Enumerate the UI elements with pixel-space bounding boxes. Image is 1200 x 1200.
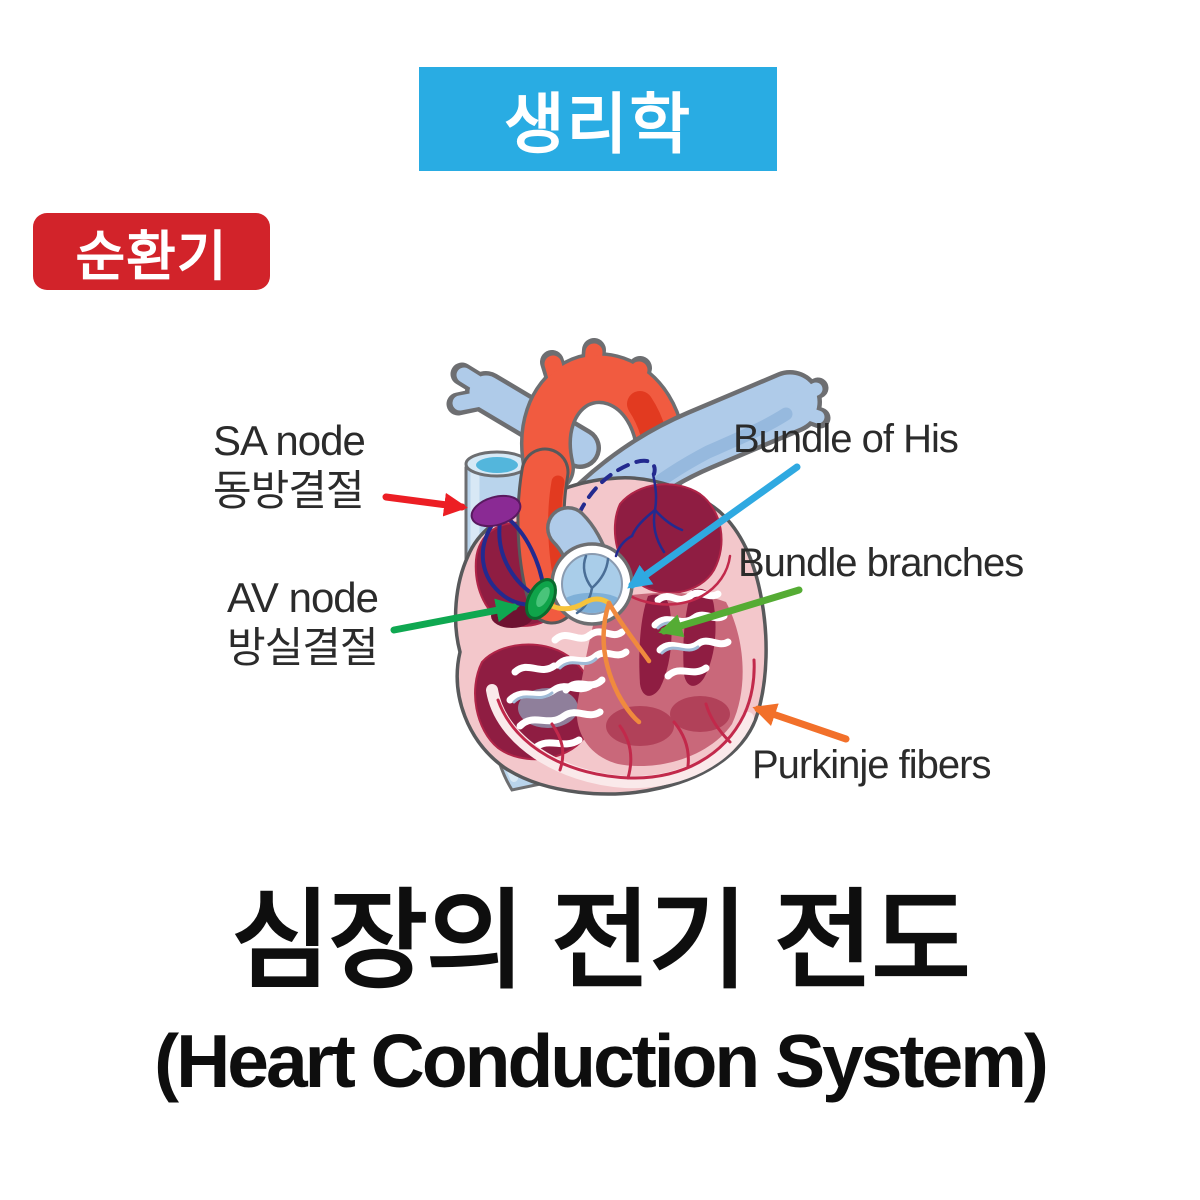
inferior-vena-cava	[485, 650, 553, 792]
right-ventricle	[576, 588, 743, 767]
bundle-branches-shape	[601, 600, 652, 725]
aorta	[520, 338, 689, 494]
aortic-valve	[546, 506, 634, 626]
pointer-arrows	[382, 463, 850, 743]
page-title: 심장의 전기 전도	[231, 880, 971, 1001]
internodal-tracts	[480, 515, 546, 607]
purkinje-fibers-label: Purkinje fibers	[752, 743, 991, 787]
sa-node-label-ko: 동방결절	[213, 467, 365, 514]
left-atrium	[613, 483, 723, 594]
trabeculae	[506, 589, 732, 752]
subject-badge-label: 생리학	[503, 87, 693, 161]
category-badge-label: 순환기	[75, 227, 228, 287]
left-atrium-fibers	[614, 472, 684, 558]
subject-badge: 생리학	[419, 67, 777, 171]
aorta-root	[516, 447, 577, 625]
category-badge: 순환기	[33, 213, 270, 290]
bundle-branches-label: Bundle branches	[738, 541, 1024, 585]
superior-vena-cava	[464, 450, 530, 604]
bundle-of-his-shape	[549, 596, 612, 612]
av-node-pointer	[390, 598, 520, 634]
sa-node-pointer	[382, 492, 468, 517]
left-ventricle	[474, 643, 596, 761]
av-node-shape	[525, 578, 557, 620]
interatrial-pathway	[564, 458, 657, 554]
right-atrium	[474, 521, 577, 628]
bundle-of-his-label: Bundle of His	[733, 417, 959, 461]
av-node-label-en: AV node	[227, 574, 379, 621]
pulmonary-branch-left	[446, 362, 601, 469]
coronary-vessels	[486, 554, 756, 789]
bundle-branches-pointer	[658, 586, 803, 638]
heart-body	[453, 476, 768, 796]
page-subtitle: (Heart Conduction System)	[154, 1019, 1049, 1103]
sa-node-label-en: SA node	[213, 417, 366, 464]
sa-node-shape	[470, 494, 522, 528]
sa-node-label: SA node 동방결절	[213, 416, 366, 516]
purkinje-fibers-pointer	[752, 703, 850, 743]
av-node-label: AV node 방실결절	[227, 573, 379, 673]
av-node-label-ko: 방실결절	[227, 624, 379, 671]
